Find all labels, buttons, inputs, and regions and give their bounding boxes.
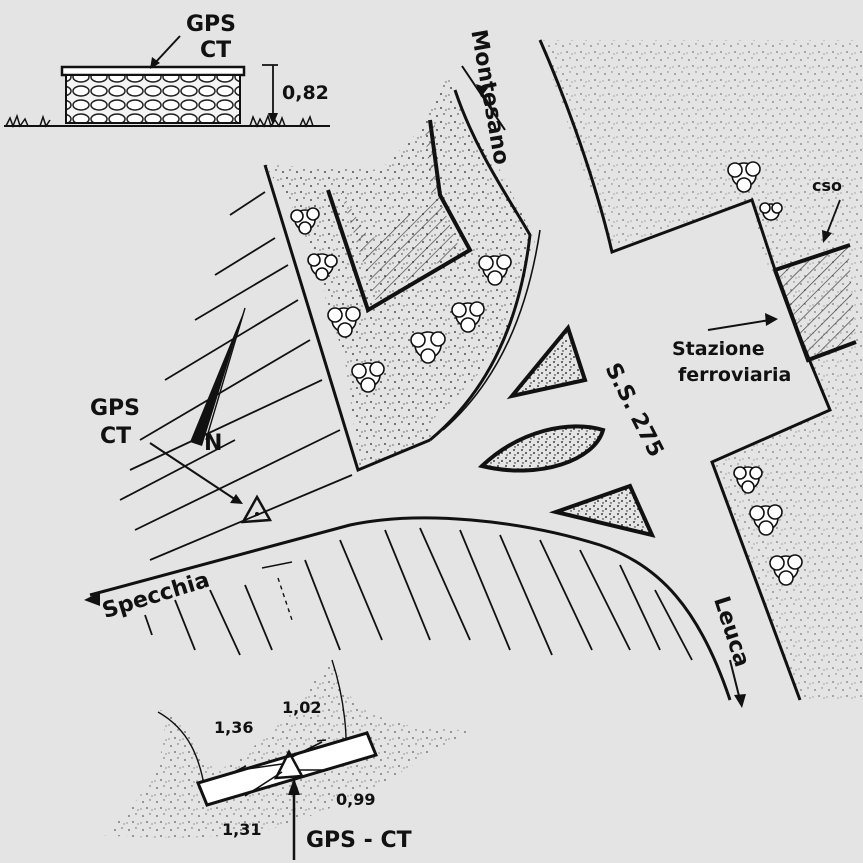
wall-height: 0,82 <box>282 82 329 104</box>
bottom-inset <box>100 659 470 860</box>
cso-label: cso <box>812 176 842 195</box>
bottom-gps-ct-label: GPS - CT <box>306 828 412 853</box>
station-line1: Stazione <box>672 338 765 360</box>
traffic-islands <box>477 323 656 538</box>
right-block <box>538 39 863 701</box>
lower-fields <box>144 527 693 661</box>
gps-marker <box>149 442 273 524</box>
montesano-road <box>461 65 506 131</box>
left-fields <box>119 191 353 561</box>
measure-136: 1,36 <box>214 718 254 737</box>
north-label: N <box>204 431 223 456</box>
leuca-arrow <box>729 659 746 708</box>
marker-ct-label: CT <box>100 424 132 449</box>
north-arrow <box>190 307 246 446</box>
green-strip <box>263 70 541 473</box>
measure-102: 1,02 <box>282 698 322 717</box>
top-gps-label: GPS <box>186 12 237 37</box>
station-line2: ferroviaria <box>678 364 792 386</box>
measure-131: 1,31 <box>222 820 262 839</box>
specchia-road <box>84 516 732 701</box>
top-ct-label: CT <box>200 38 232 63</box>
wall-inset <box>4 35 330 129</box>
measure-099: 0,99 <box>336 790 376 809</box>
marker-gps-label: GPS <box>90 396 141 421</box>
